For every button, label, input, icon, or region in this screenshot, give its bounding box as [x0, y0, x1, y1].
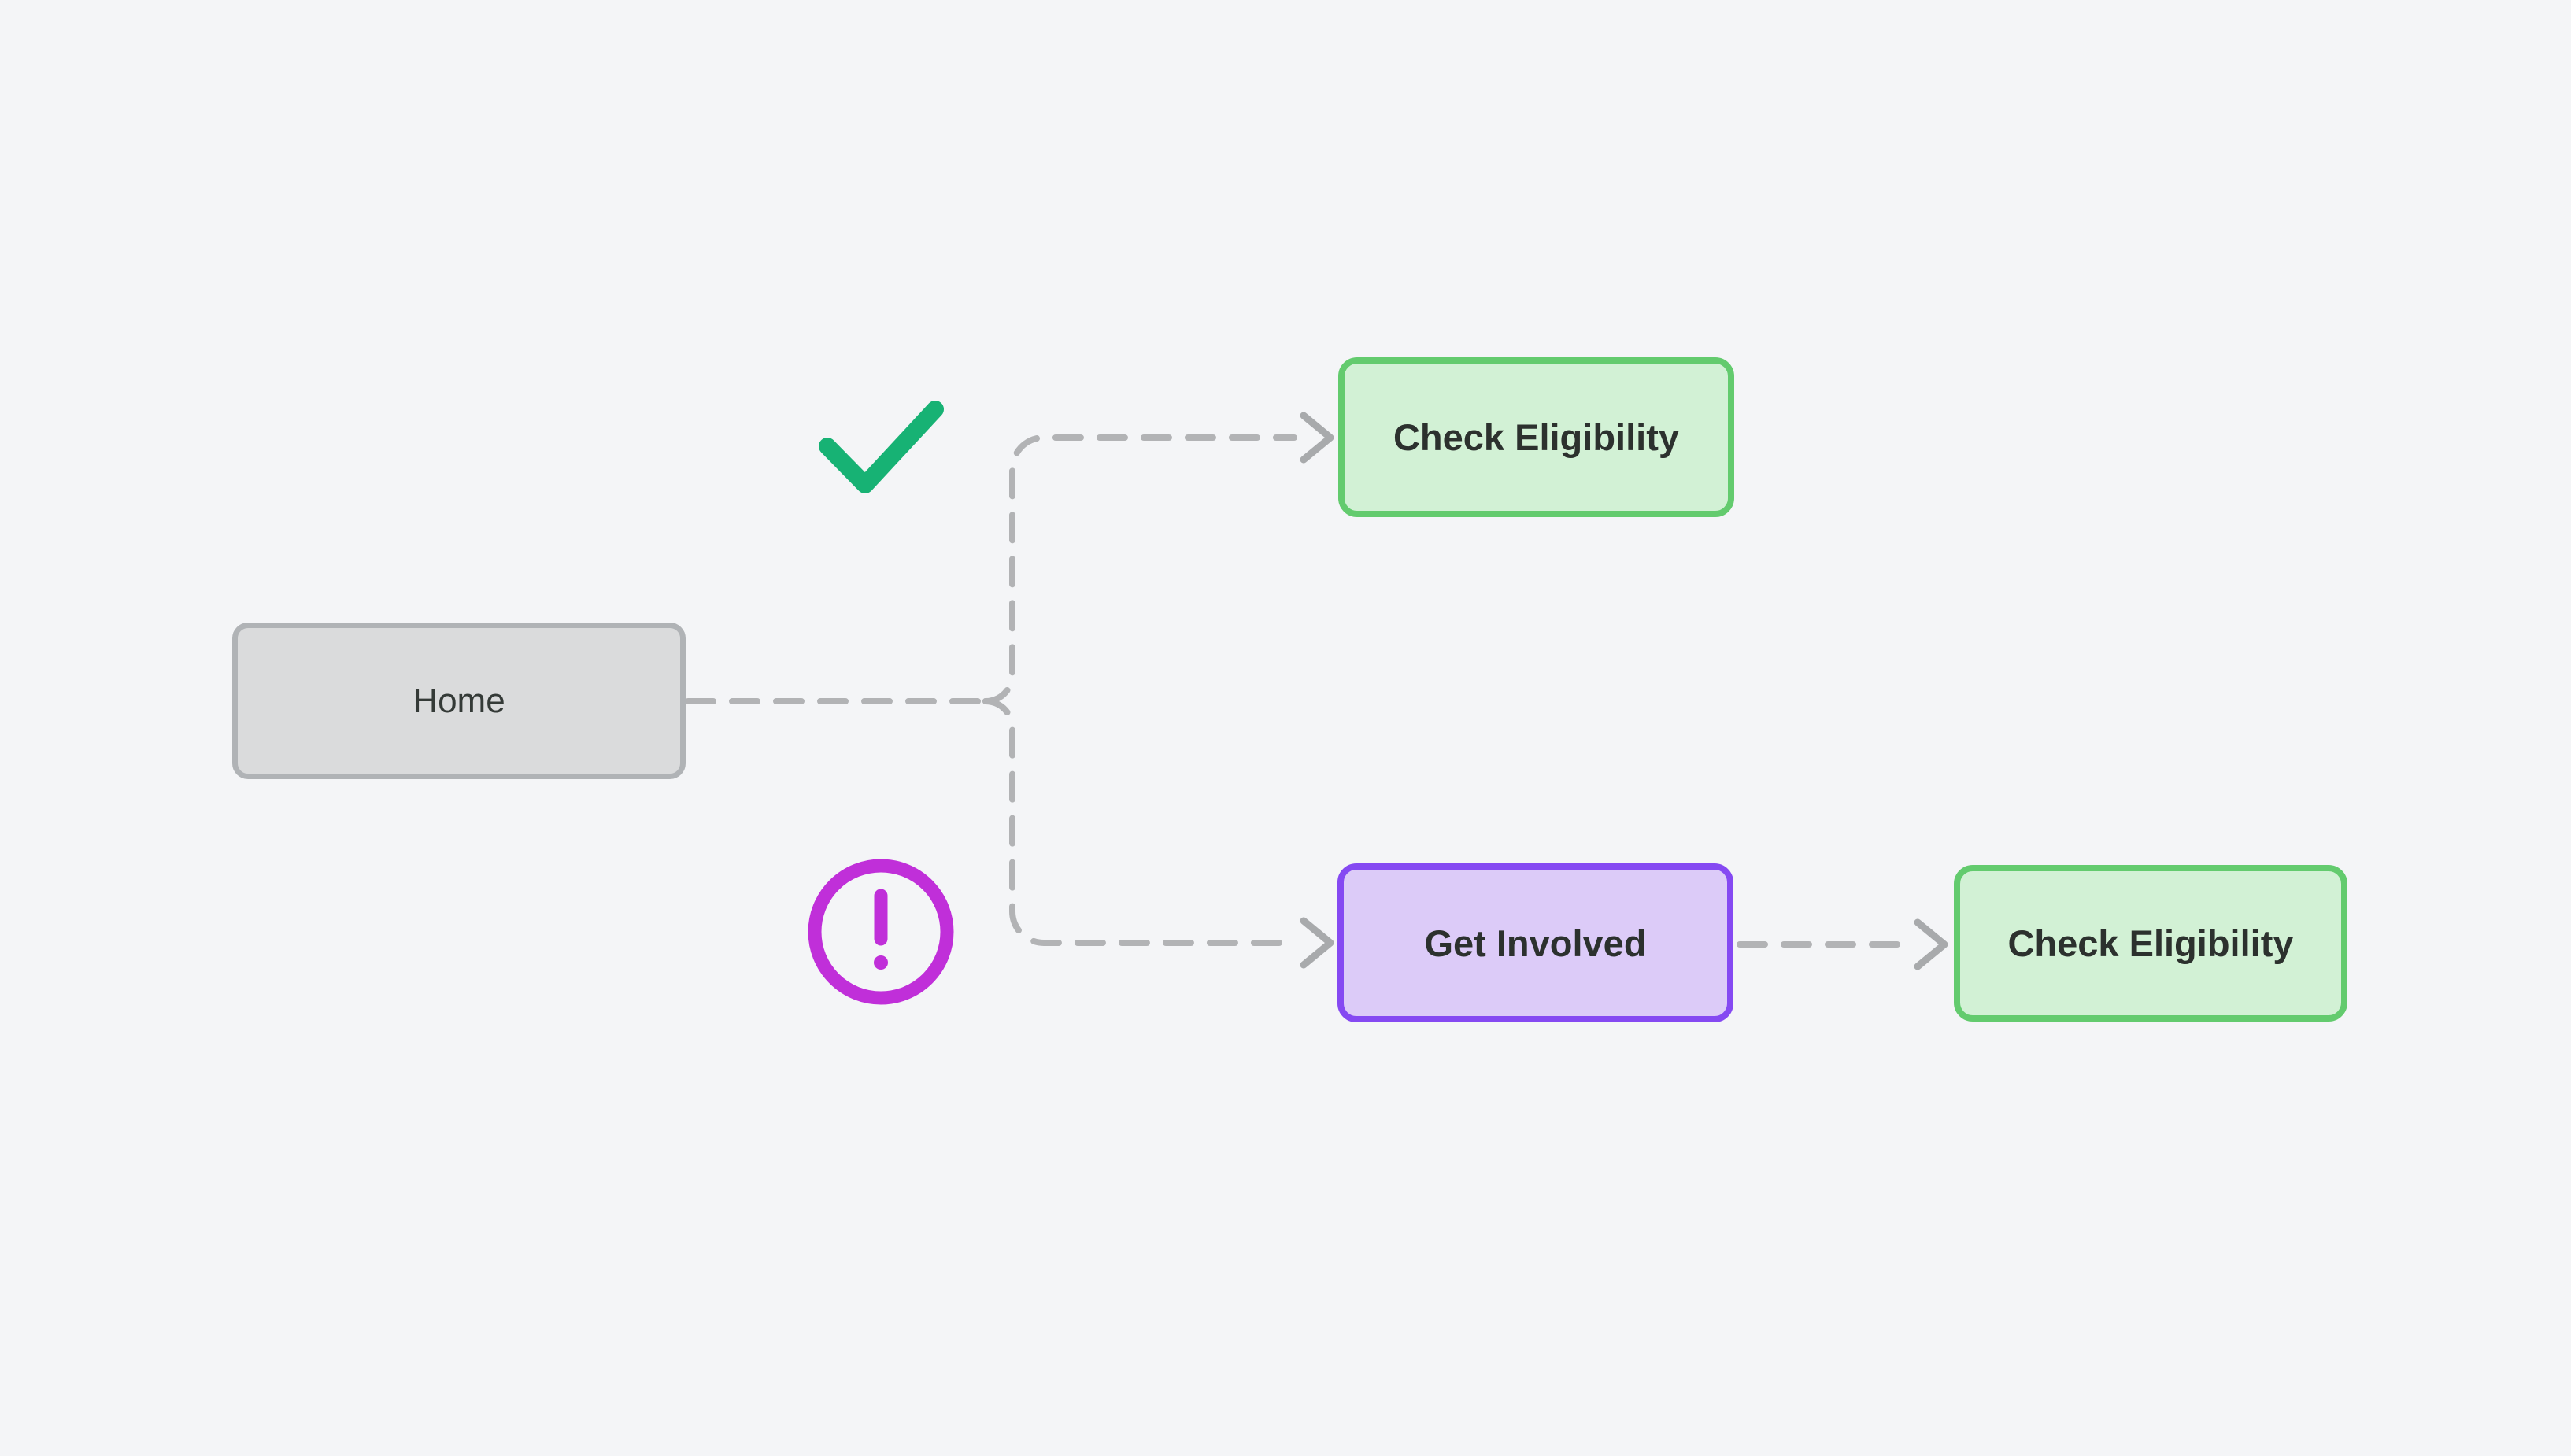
node-get-involved[interactable]: Get Involved — [1337, 863, 1733, 1022]
arrowhead-icon-check-bottom — [1914, 918, 1948, 970]
node-check-eligibility-bottom[interactable]: Check Eligibility — [1954, 865, 2347, 1022]
arrowhead-icon-get-involved — [1300, 917, 1334, 969]
node-get-involved-label: Get Involved — [1424, 922, 1647, 964]
node-check-eligibility-top[interactable]: Check Eligibility — [1338, 357, 1734, 517]
arrowhead-icon-check-top — [1300, 412, 1334, 464]
node-home-label: Home — [412, 681, 505, 720]
node-home[interactable]: Home — [232, 623, 686, 779]
check-icon — [819, 401, 944, 493]
edge-split-to-get-involved — [982, 698, 1297, 946]
node-check-eligibility-bottom-label: Check Eligibility — [2007, 922, 2294, 964]
node-check-eligibility-top-label: Check Eligibility — [1393, 416, 1680, 458]
alert-circle-icon — [808, 859, 954, 1005]
edge-split-to-check-top — [982, 434, 1297, 704]
